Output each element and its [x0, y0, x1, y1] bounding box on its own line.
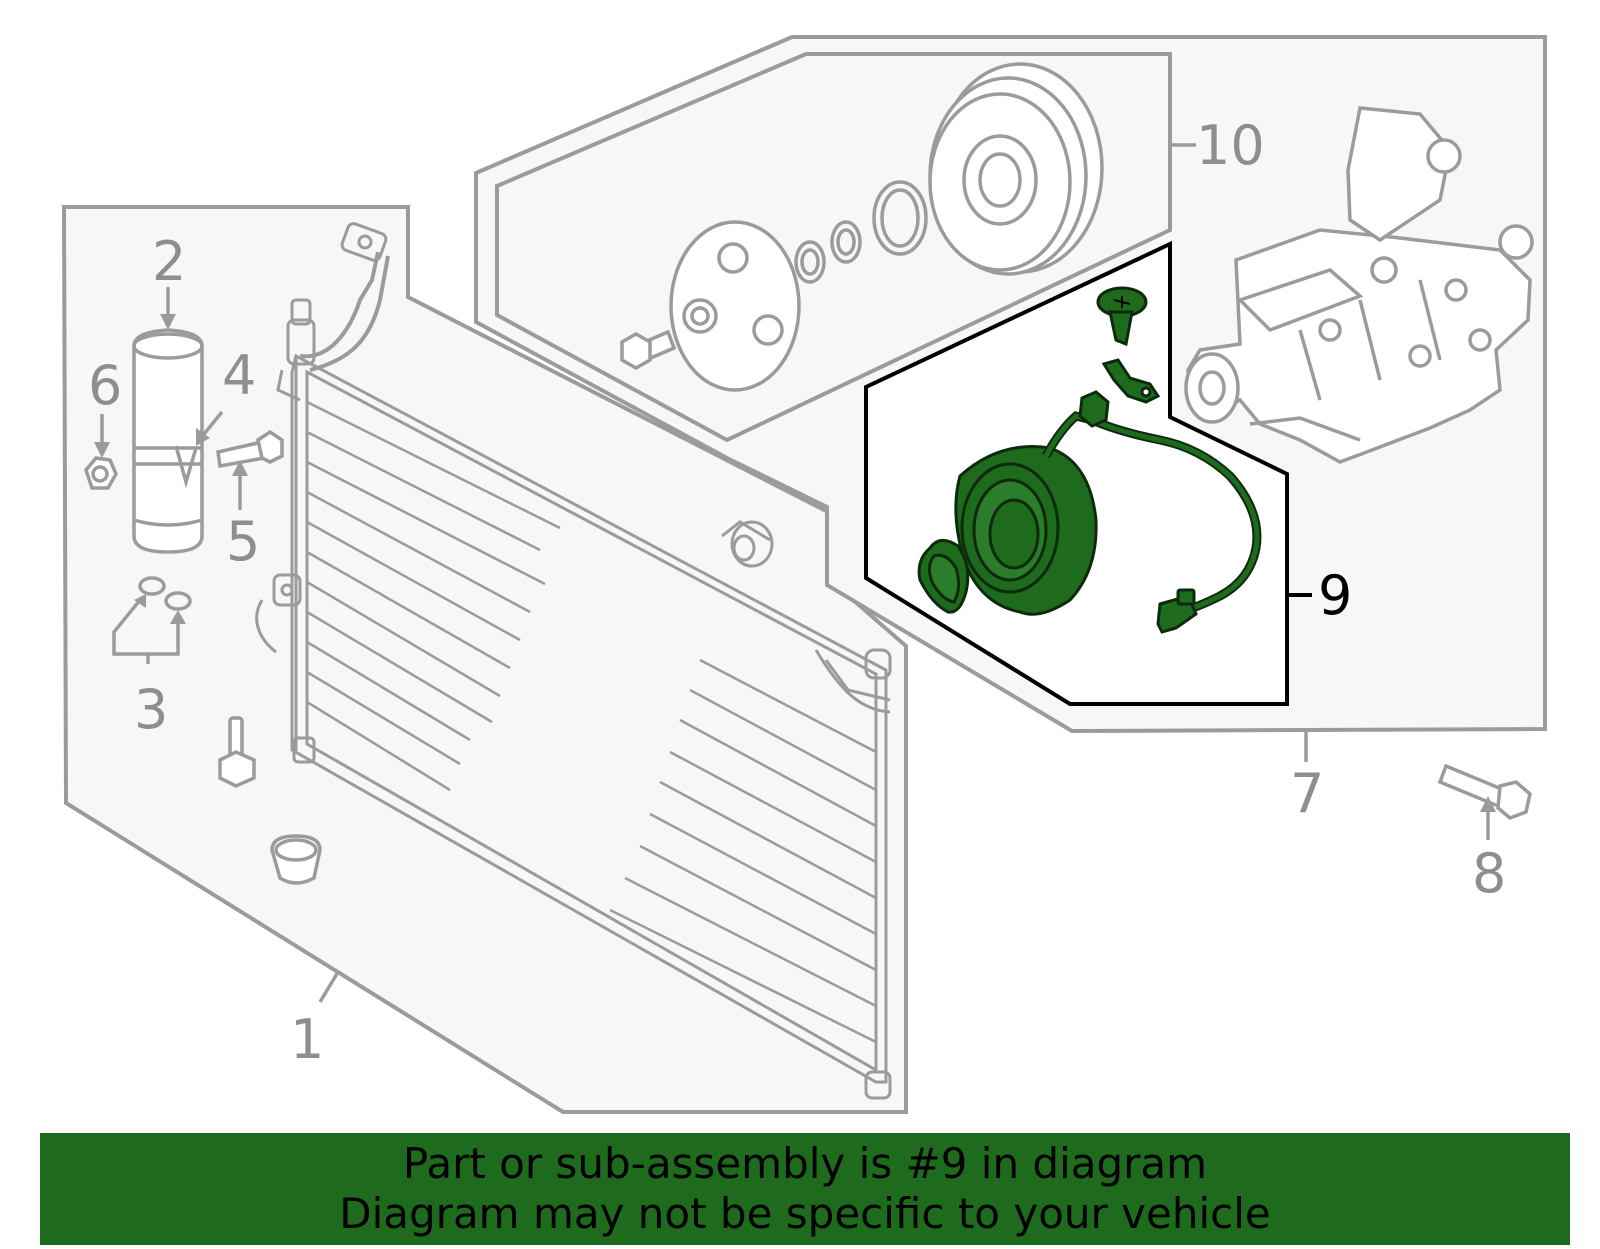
callout-7: 7	[1290, 762, 1324, 825]
condenser-fins	[306, 400, 877, 1044]
o-ring-3b	[164, 591, 192, 611]
nut-6	[84, 456, 118, 490]
callouts: 1 2 3 4 5 6 7 8 9 10	[88, 114, 1506, 1071]
shim-a	[830, 220, 862, 264]
receiver-drier	[132, 328, 204, 554]
clutch-assembly	[620, 62, 1104, 392]
callout-10: 10	[1196, 114, 1265, 177]
condenser	[255, 222, 892, 1100]
armature-plate	[669, 220, 801, 392]
callout-3: 3	[134, 678, 168, 741]
banner-line-1: Part or sub-assembly is #9 in diagram	[402, 1139, 1208, 1188]
snap-ring	[872, 180, 928, 256]
hardware	[84, 429, 1532, 885]
callout-9: 9	[1318, 564, 1352, 627]
banner-line-2: Diagram may not be specific to your vehi…	[339, 1189, 1271, 1238]
callout-1: 1	[290, 1008, 324, 1071]
connector-upper	[1078, 390, 1110, 428]
callout-5: 5	[226, 510, 260, 573]
o-ring-3a	[138, 576, 166, 596]
bolt-8	[1437, 763, 1507, 809]
callout-8: 8	[1472, 842, 1506, 905]
compressor	[1184, 106, 1534, 464]
shim-b	[794, 240, 826, 284]
callout-6: 6	[88, 354, 122, 417]
info-banner: Part or sub-assembly is #9 in diagram Di…	[40, 1133, 1570, 1245]
field-coil-assembly	[917, 286, 1262, 634]
leader-lines	[94, 143, 1496, 1003]
callout-2: 2	[152, 230, 186, 293]
callout-4: 4	[222, 344, 256, 407]
